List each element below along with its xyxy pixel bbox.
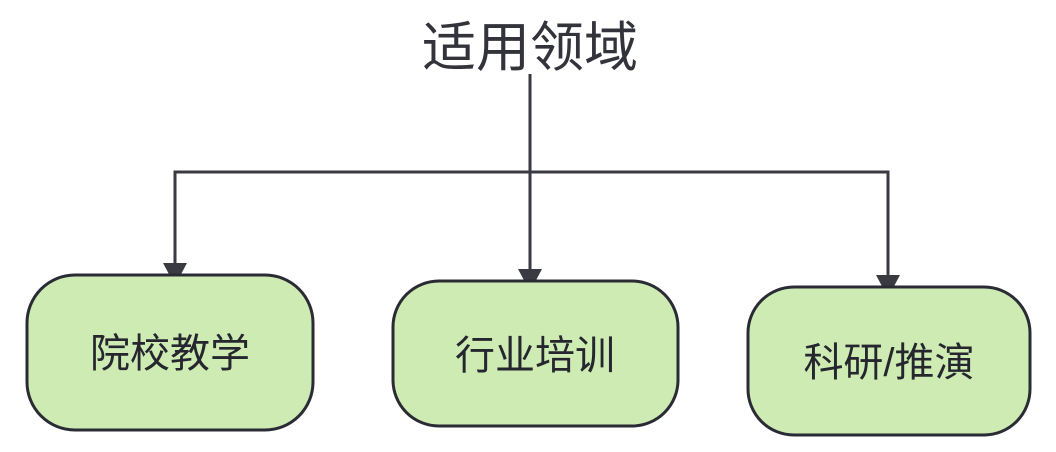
node-research-simulation-shape bbox=[746, 285, 1032, 437]
node-academic-teaching-label: 院校教学 bbox=[90, 332, 250, 376]
node-research-simulation-label: 科研/推演 bbox=[803, 341, 974, 385]
node-industry-training[interactable]: 行业培训 bbox=[391, 279, 680, 428]
node-industry-training-shape bbox=[391, 279, 680, 428]
root-title-label: 适用领域 bbox=[422, 18, 638, 78]
node-academic-teaching[interactable]: 院校教学 bbox=[25, 273, 315, 432]
node-industry-training-label: 行业培训 bbox=[455, 334, 615, 378]
node-academic-teaching-shape bbox=[25, 273, 315, 432]
node-research-simulation[interactable]: 科研/推演 bbox=[746, 285, 1032, 437]
